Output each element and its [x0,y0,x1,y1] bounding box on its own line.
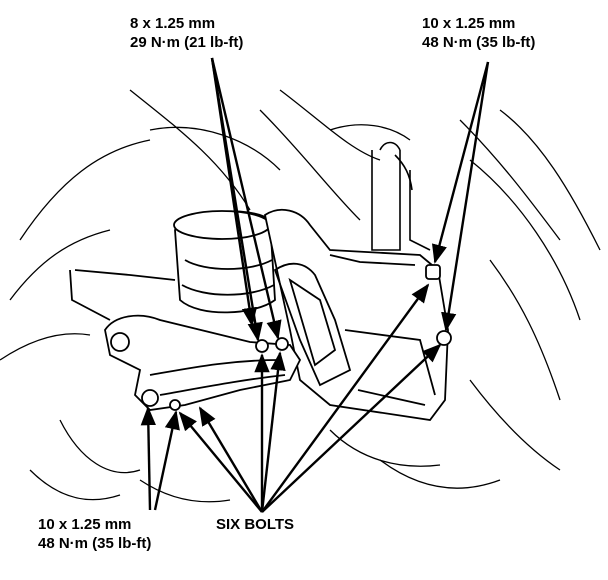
torque-spec-label: 29 N·m (21 lb-ft) [130,34,244,51]
six-bolts-label: SIX BOLTS [216,516,295,533]
torque-callout-top-right: 10 x 1.25 mm 48 N·m (35 lb-ft) [420,14,538,52]
bolt-mid-1 [255,339,269,353]
bolt-mid-2 [275,337,289,351]
torque-callout-bottom-left: 10 x 1.25 mm 48 N·m (35 lb-ft) [36,515,154,553]
bolt-size-label: 10 x 1.25 mm [38,516,132,533]
torque-spec-label: 48 N·m (35 lb-ft) [422,34,536,51]
bolt-lower-left-1 [141,389,159,407]
bolt-size-label: 10 x 1.25 mm [422,15,516,32]
mount-bracket [263,208,449,421]
background-linework [0,89,601,503]
bolt-lower-left-2 [169,399,181,411]
torque-spec-label: 48 N·m (35 lb-ft) [38,535,152,552]
bolt-upper-right [425,264,441,280]
bolts [141,264,452,411]
torque-callout-top-mid: 8 x 1.25 mm 29 N·m (21 lb-ft) [128,14,246,52]
bracket-upper [371,141,431,251]
bolt-right-lower [436,330,452,346]
lower-arm [69,269,302,411]
leader-arrows [140,57,490,513]
six-bolts-callout: SIX BOLTS [214,515,297,534]
bolt-size-label: 8 x 1.25 mm [130,15,216,32]
